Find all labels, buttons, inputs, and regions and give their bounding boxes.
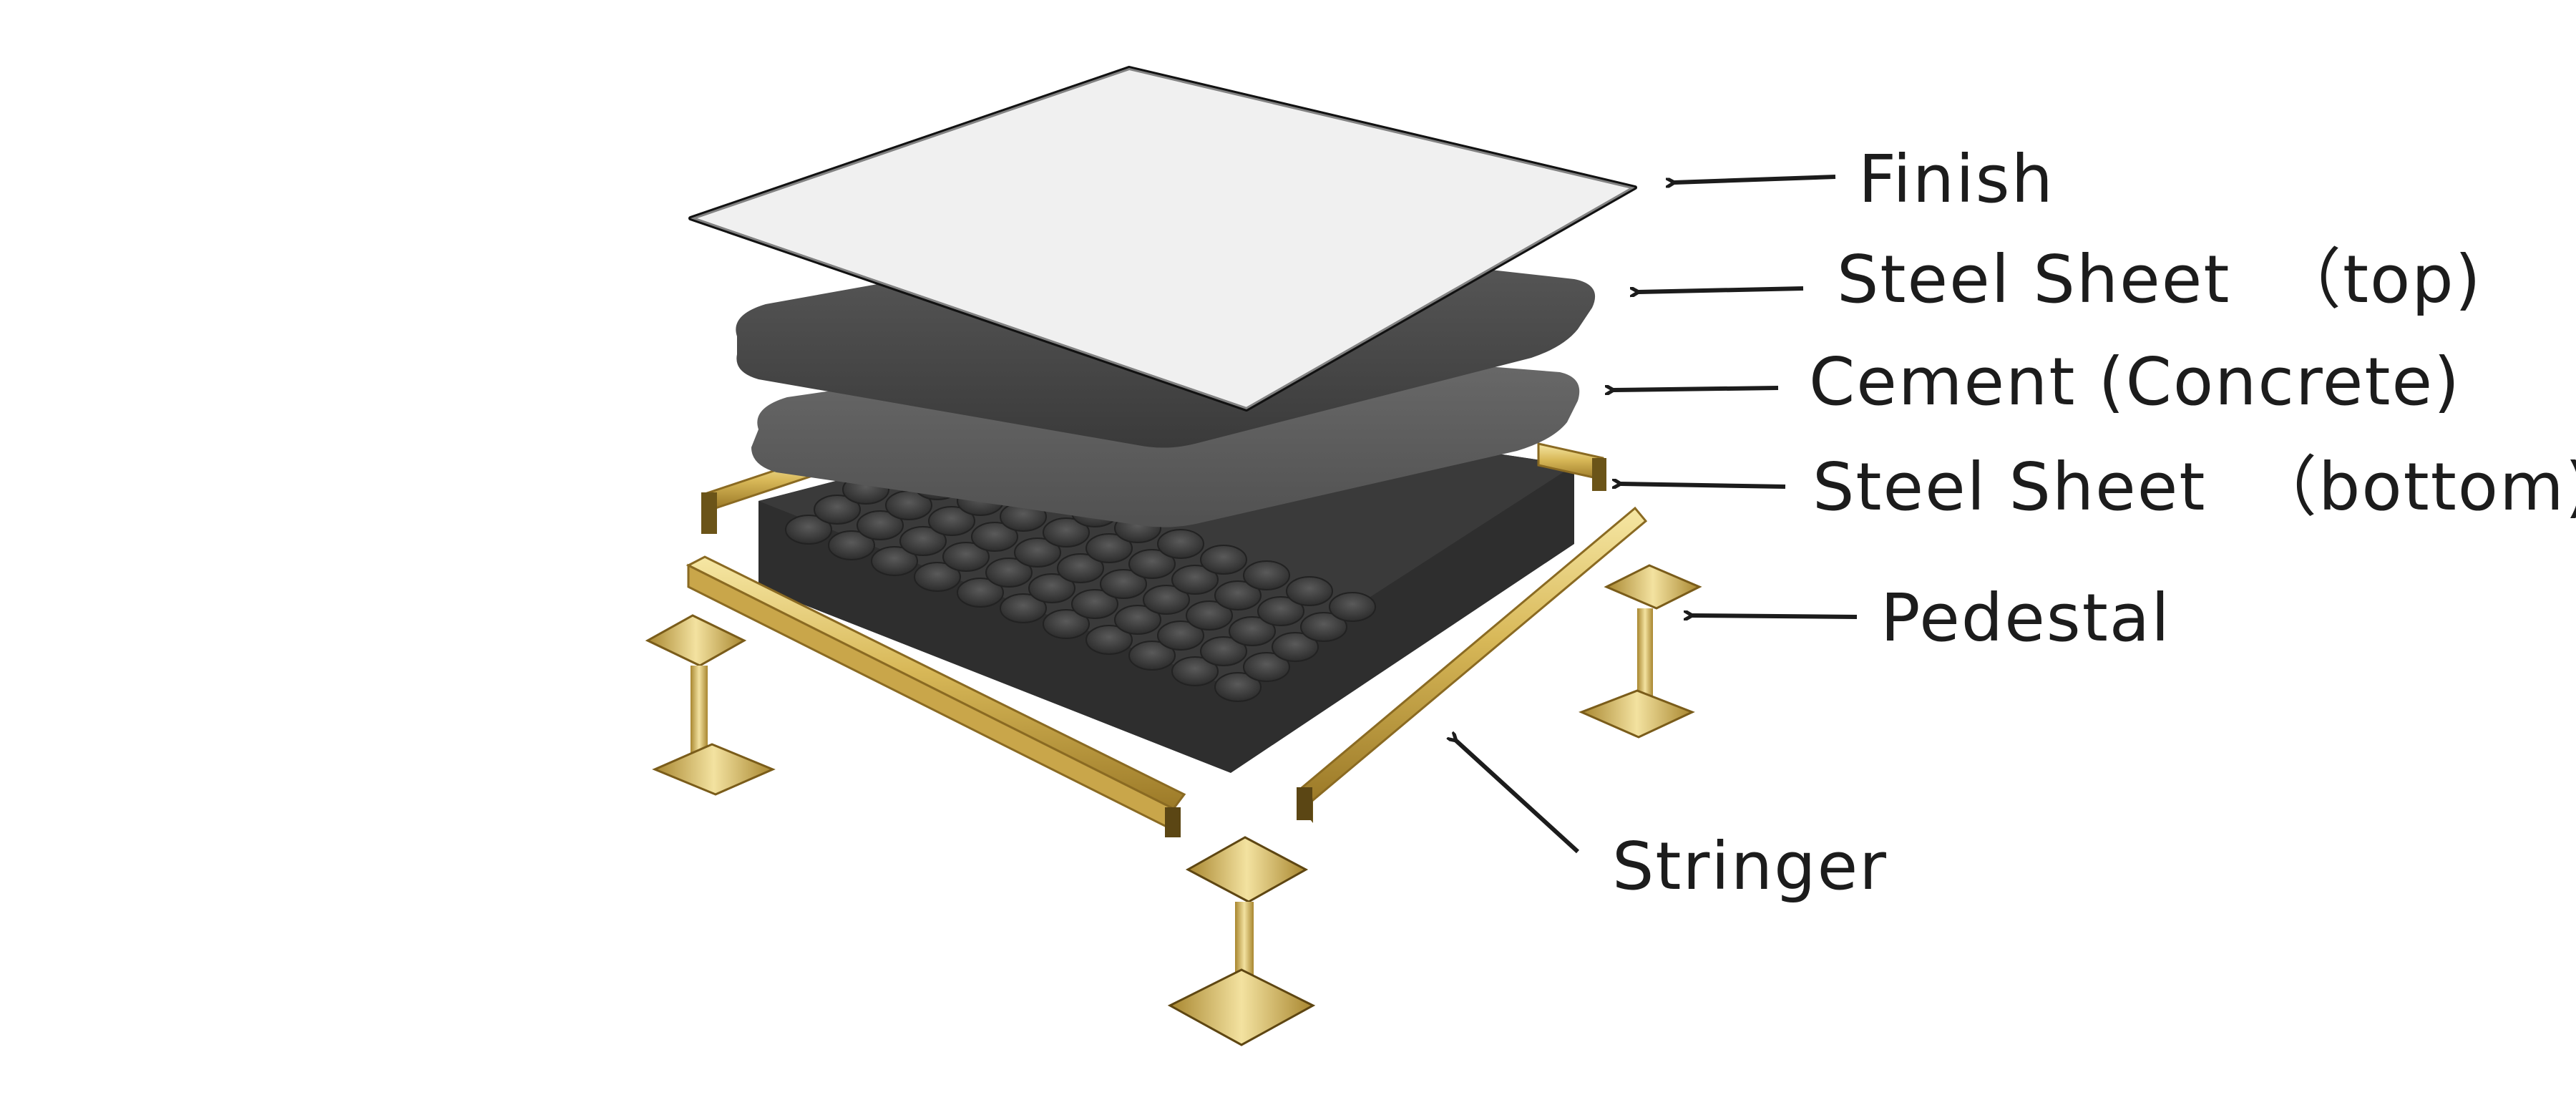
tray-dome: [899, 526, 947, 556]
tray-dome: [1257, 596, 1304, 626]
tray-dome: [1100, 569, 1147, 599]
label-stringer: Stringer: [1612, 828, 1888, 905]
tray-dome: [1028, 573, 1075, 603]
tray-dome: [1157, 529, 1204, 559]
arrow-finish: [1674, 175, 1836, 182]
tray-dome: [857, 510, 904, 540]
label-steel-sheet-bottom: Steel Sheet （bottom): [1813, 449, 2576, 525]
label-pedestal: Pedestal: [1880, 580, 2171, 656]
tray-dome: [1157, 620, 1204, 651]
tray-dome: [1186, 600, 1233, 631]
arrow-pedestal: [1692, 615, 1858, 617]
arrow-stringer: [1456, 741, 1580, 854]
tray-dome: [1214, 672, 1262, 702]
stringer-back-right: [1537, 442, 1606, 491]
tray-dome: [1200, 545, 1247, 575]
tray-dome: [1071, 589, 1118, 619]
tray-dome: [1085, 625, 1133, 655]
tray-dome: [1114, 605, 1161, 635]
tray-dome: [814, 495, 861, 525]
tray-dome: [957, 578, 1004, 608]
tray-dome: [1128, 641, 1176, 671]
stringer-front-right: [1297, 506, 1648, 823]
tray-dome: [1057, 553, 1104, 583]
tray-dome: [1128, 549, 1176, 579]
tray-dome: [1014, 537, 1061, 568]
tray-dome: [1200, 636, 1247, 666]
stringer-front-left: [686, 555, 1186, 837]
tray-dome: [1243, 560, 1290, 590]
tray-dome: [1085, 533, 1133, 563]
tray-dome: [1229, 616, 1276, 646]
arrows: [1456, 175, 1858, 854]
pedestal-front: [1167, 836, 1316, 1046]
tray-dome: [1272, 632, 1319, 662]
tray-dome: [828, 530, 875, 560]
tray-dome: [914, 562, 961, 592]
label-steel-sheet-top: Steel Sheet （top): [1837, 241, 2482, 318]
tray-dome: [1214, 580, 1262, 610]
tray-dome: [1171, 656, 1219, 686]
tray-dome: [1043, 517, 1090, 547]
tray-dome: [1286, 576, 1333, 606]
label-finish: Finish: [1858, 141, 2054, 218]
tray-dome: [1143, 585, 1190, 615]
tray-dome: [985, 558, 1033, 588]
tray-dome: [1000, 593, 1047, 623]
arrow-cement: [1614, 388, 1779, 390]
tray-dome: [1300, 612, 1347, 642]
pedestal-right: [1579, 564, 1702, 739]
label-cement: Cement (Concrete): [1809, 344, 2461, 420]
tray-dome: [1329, 592, 1376, 622]
pedestal-left: [645, 614, 776, 796]
tray-dome: [871, 546, 918, 576]
tray-dome: [971, 522, 1018, 552]
tray-dome: [1043, 609, 1090, 639]
tray-dome: [1171, 565, 1219, 595]
tray-dome: [1243, 652, 1290, 682]
arrow-steel-bottom: [1621, 484, 1786, 487]
tray-dome: [942, 542, 990, 572]
tray-dome: [928, 506, 975, 536]
tray-dome: [785, 515, 832, 545]
arrow-steel-top: [1639, 286, 1804, 292]
finish-tile: [688, 66, 1637, 412]
